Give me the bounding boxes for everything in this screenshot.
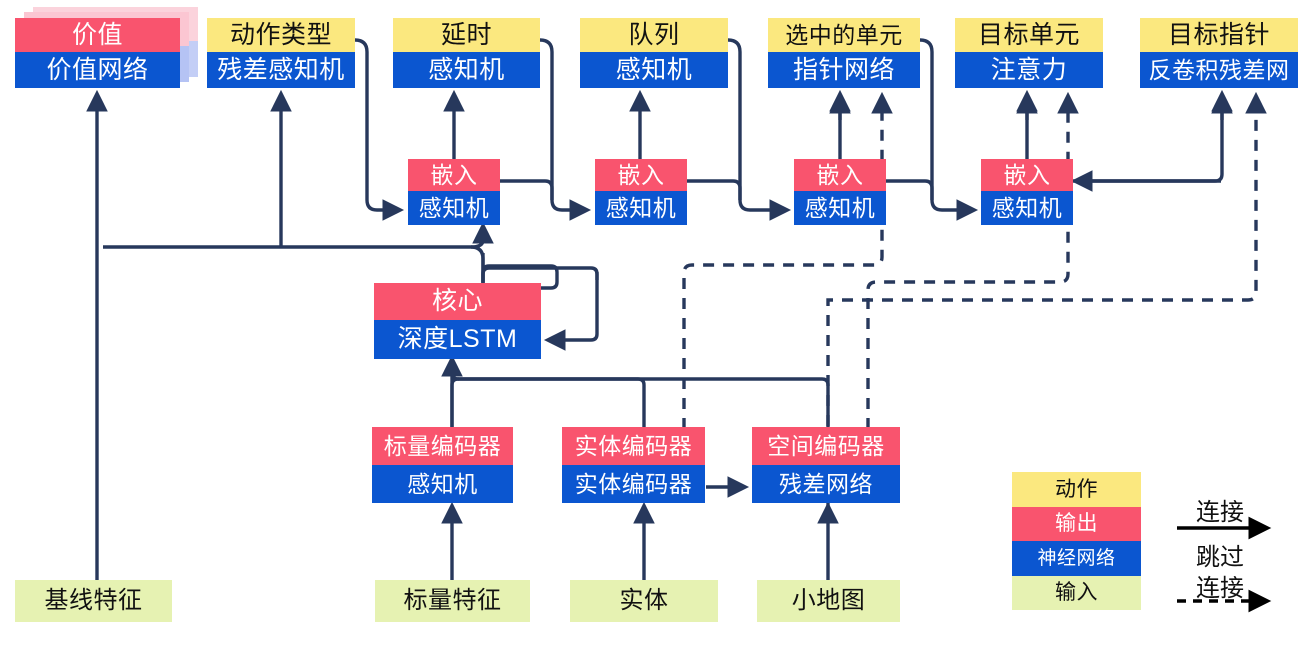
node-input-scalar-features-label: 标量特征 [375,580,530,622]
node-target-unit-head: 目标单元 [955,18,1103,52]
legend-swatches: 动作 输出 神经网络 输入 [1012,472,1141,610]
node-selected-units-net: 指针网络 [768,52,920,88]
node-spatial-encoder[interactable]: 空间编码器 残差网络 [752,427,900,503]
node-embed-4-net: 感知机 [981,191,1073,225]
legend-swatch-action: 动作 [1012,472,1141,507]
node-spatial-encoder-net: 残差网络 [752,465,900,503]
skip-entityenc-to-selected [682,91,893,429]
node-core-head: 核心 [374,283,541,320]
node-input-baseline-features-label: 基线特征 [15,580,172,622]
node-embed-3-net: 感知机 [794,191,886,225]
node-queued-net: 感知机 [580,52,728,88]
node-spatial-encoder-head: 空间编码器 [752,427,900,465]
node-value-head: 价值 [15,18,180,52]
wire-scalarenc-to-bus [450,377,460,429]
node-embed-1-head: 嵌入 [408,159,500,191]
node-target-point-head: 目标指针 [1140,18,1298,52]
legend-swatch-network: 神经网络 [1012,541,1141,576]
node-input-minimap-label: 小地图 [757,580,900,622]
node-embed-2[interactable]: 嵌入 感知机 [595,159,687,225]
node-embed-1-net: 感知机 [408,191,500,225]
node-input-baseline-features[interactable]: 基线特征 [15,580,172,622]
wire-bus-spatial [458,377,830,429]
node-selected-units-head: 选中的单元 [768,18,920,52]
node-scalar-encoder-net: 感知机 [372,465,513,503]
node-input-minimap[interactable]: 小地图 [757,580,900,622]
node-entity-encoder-net: 实体编码器 [562,465,705,503]
node-core[interactable]: 核心 深度LSTM [374,283,541,359]
node-value-net: 价值网络 [15,52,180,88]
node-input-entities-label: 实体 [570,580,718,622]
node-scalar-encoder-head: 标量编码器 [372,427,513,465]
skip-spatialenc-to-targetunit [866,91,1079,429]
node-embed-2-head: 嵌入 [595,159,687,191]
node-delay-net: 感知机 [393,52,540,88]
node-embed-3-head: 嵌入 [794,159,886,191]
node-action-type-net: 残差感知机 [207,52,355,88]
wire-embed2-out [687,179,742,200]
legend-skip-label-line2: 连接 [1196,575,1244,602]
node-action-type[interactable]: 动作类型 残差感知机 [207,18,355,88]
node-target-unit-net: 注意力 [955,52,1103,88]
node-delay[interactable]: 延时 感知机 [393,18,540,88]
wire-core-self-loop-in [543,272,599,351]
node-queued[interactable]: 队列 感知机 [580,18,728,88]
node-input-scalar-features[interactable]: 标量特征 [375,580,530,622]
node-target-unit[interactable]: 目标单元 注意力 [955,18,1103,88]
node-target-point-net: 反卷积残差网 [1140,52,1298,88]
node-action-type-head: 动作类型 [207,18,355,52]
node-embed-1[interactable]: 嵌入 感知机 [408,159,500,225]
legend-connection-label: 连接 [1196,499,1244,526]
wire-core-up [103,245,485,283]
node-selected-units[interactable]: 选中的单元 指针网络 [768,18,920,88]
wire-embed4-to-targetpoint [1072,89,1233,183]
node-embed-4[interactable]: 嵌入 感知机 [981,159,1073,225]
node-embed-3[interactable]: 嵌入 感知机 [794,159,886,225]
node-entity-encoder[interactable]: 实体编码器 实体编码器 [562,427,705,503]
wire-embed3-out [886,179,934,200]
node-entity-encoder-head: 实体编码器 [562,427,705,465]
legend-swatch-input: 输入 [1012,575,1141,610]
node-queued-head: 队列 [580,18,728,52]
legend-swatch-output: 输出 [1012,506,1141,541]
node-value[interactable]: 价值 价值网络 [15,18,180,88]
node-delay-head: 延时 [393,18,540,52]
wire-embed1-out [500,179,554,200]
node-embed-4-head: 嵌入 [981,159,1073,191]
wire-core-self-loop-top [481,266,599,283]
node-scalar-encoder[interactable]: 标量编码器 感知机 [372,427,513,503]
legend-skip-label-line1: 跳过 [1196,544,1244,571]
wire-bus-entity [450,364,646,429]
wire-bus-to-embed1 [470,221,494,249]
node-target-point[interactable]: 目标指针 反卷积残差网 [1140,18,1298,88]
node-input-entities[interactable]: 实体 [570,580,718,622]
node-core-net: 深度LSTM [374,320,541,359]
node-embed-2-net: 感知机 [595,191,687,225]
